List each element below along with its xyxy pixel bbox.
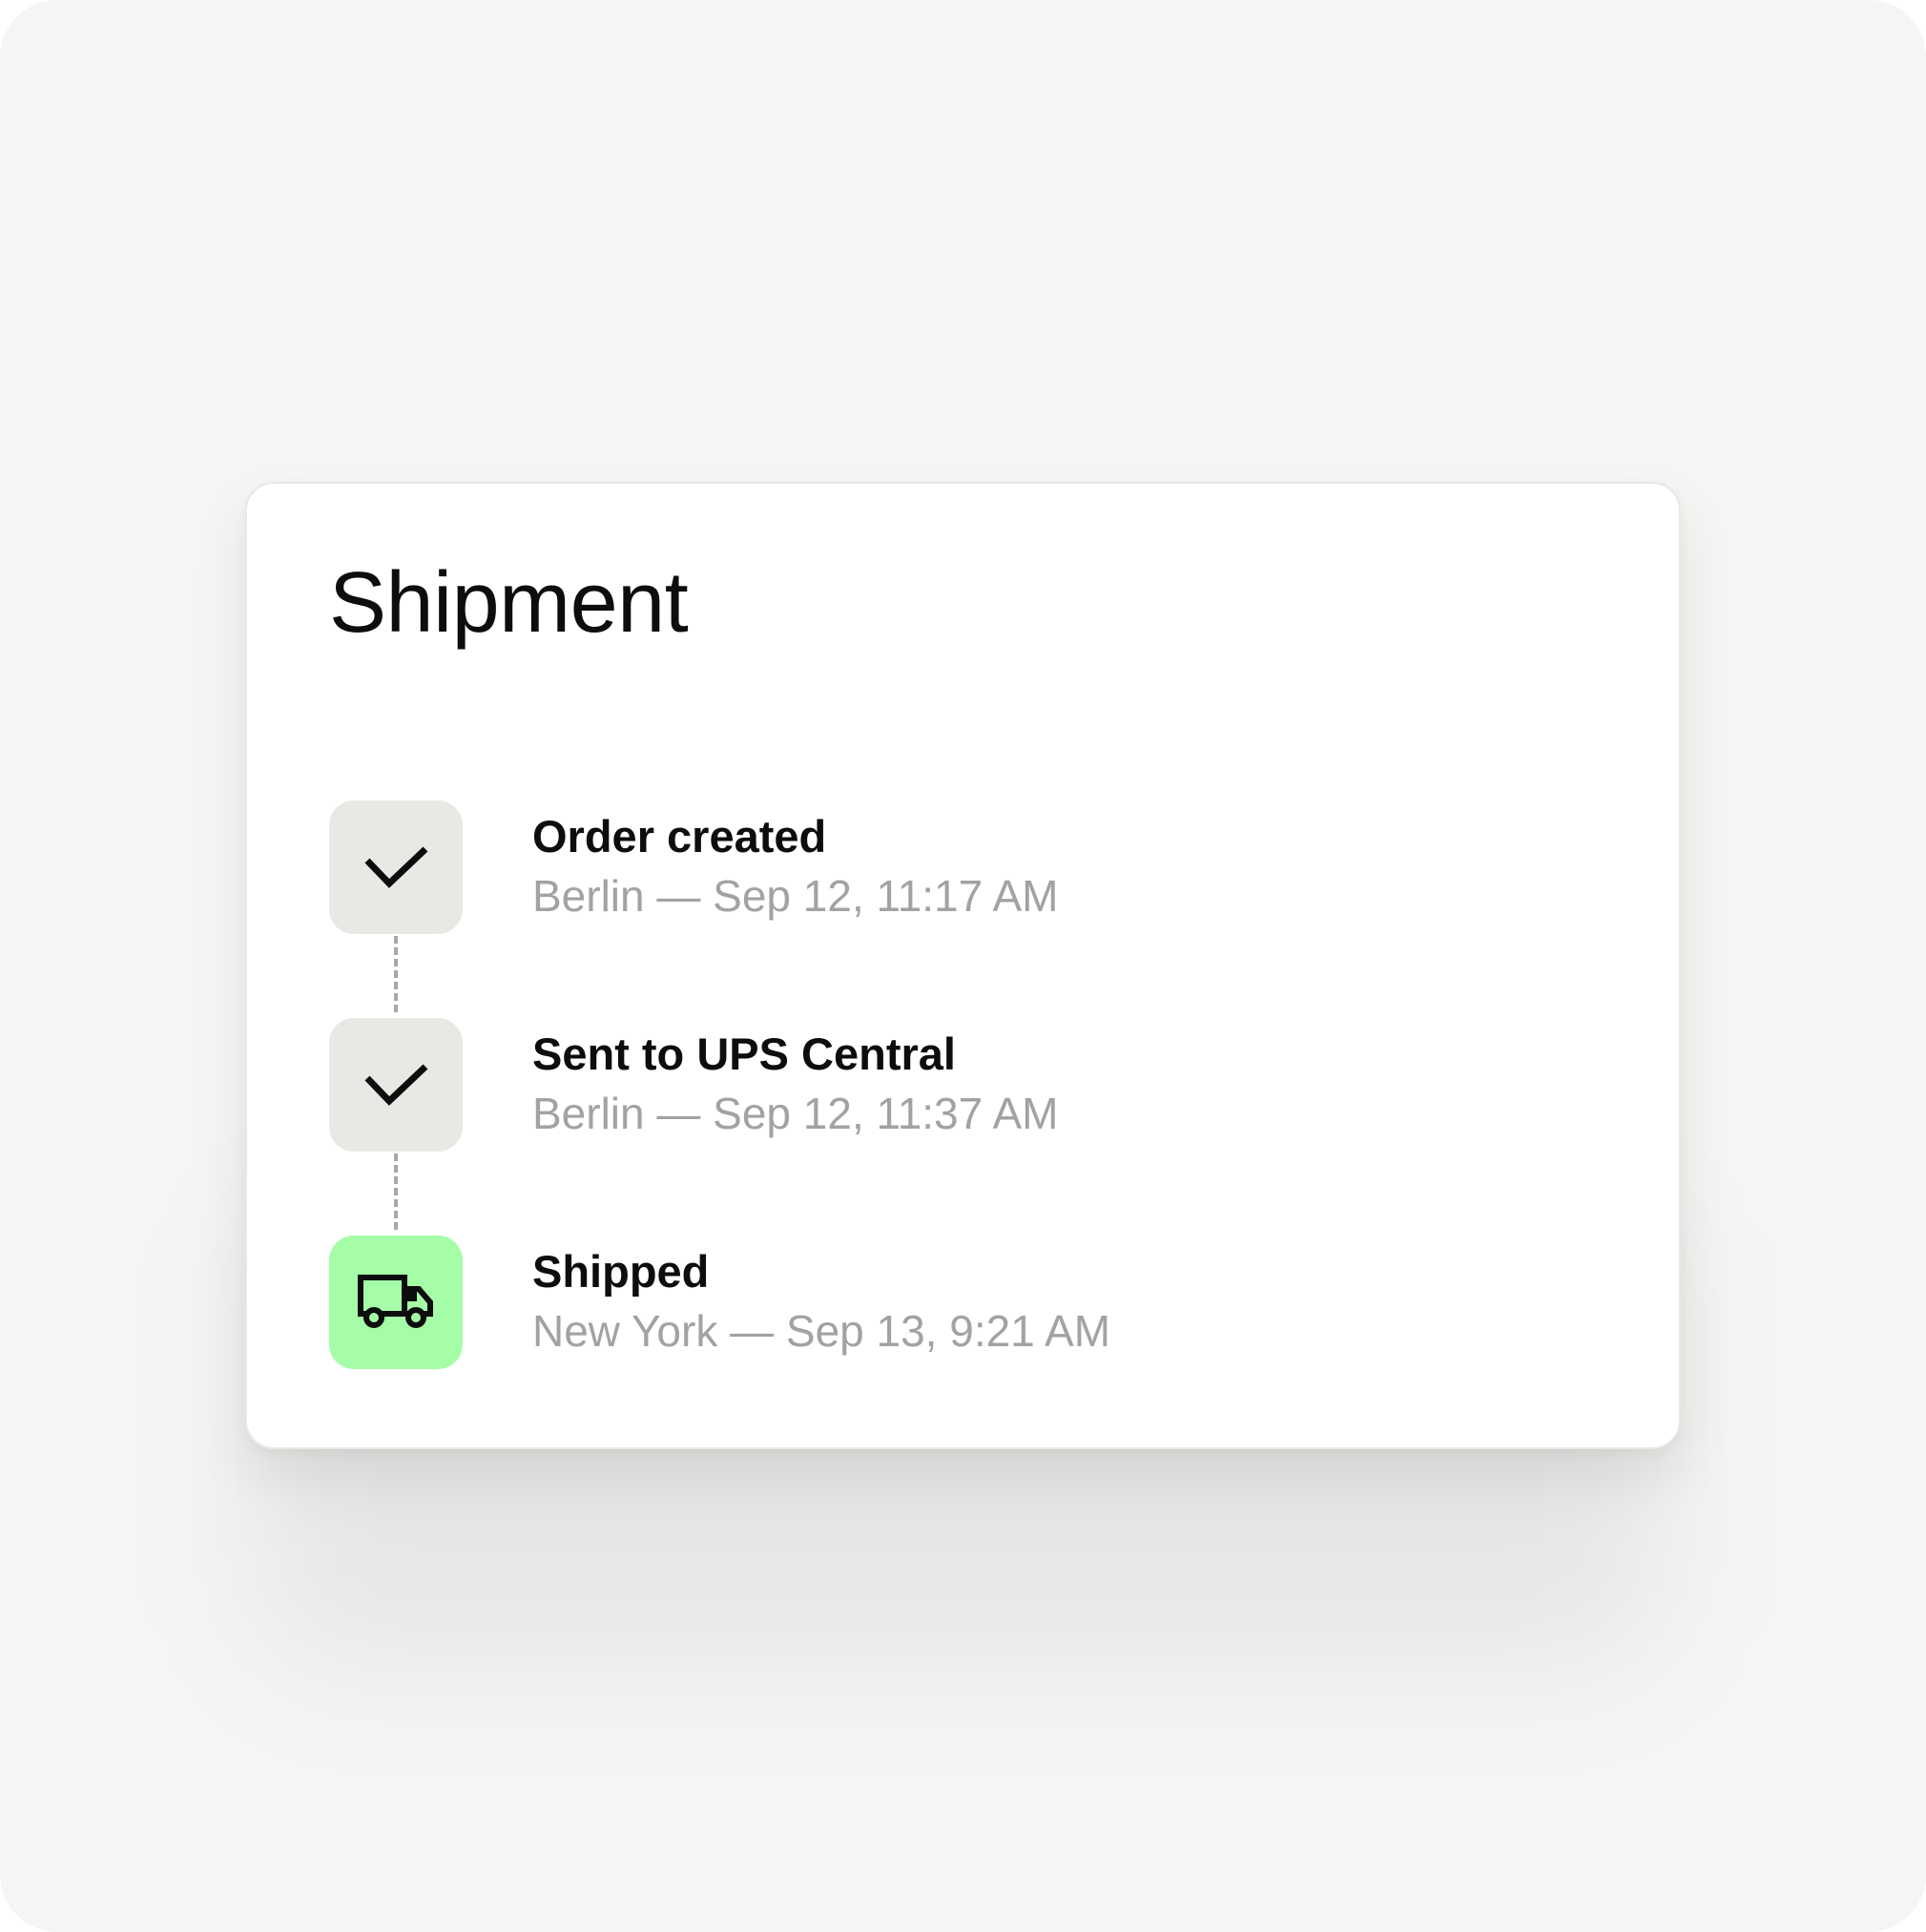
step-title: Shipped xyxy=(532,1246,710,1297)
step-title: Sent to UPS Central xyxy=(532,1028,956,1079)
step-location-time: Berlin — Sep 12, 11:37 AM xyxy=(532,1089,1059,1138)
timeline-connector xyxy=(394,1153,398,1230)
step-title: Order created xyxy=(532,811,827,862)
check-icon xyxy=(364,1064,428,1106)
step-location-time: Berlin — Sep 12, 11:17 AM xyxy=(532,871,1059,921)
card-title: Shipment xyxy=(329,555,689,651)
check-icon xyxy=(364,846,428,888)
shipment-timeline: Order created Berlin — Sep 12, 11:17 AM … xyxy=(329,800,1569,1373)
truck-icon xyxy=(358,1275,433,1328)
status-indicator-active xyxy=(329,1236,463,1369)
timeline-connector xyxy=(394,936,398,1012)
timeline-step-sent-to-ups: Sent to UPS Central Berlin — Sep 12, 11:… xyxy=(329,1018,1569,1152)
timeline-step-shipped: Shipped New York — Sep 13, 9:21 AM xyxy=(329,1236,1569,1369)
timeline-step-order-created: Order created Berlin — Sep 12, 11:17 AM xyxy=(329,800,1569,934)
status-indicator-complete xyxy=(329,800,463,934)
status-indicator-complete xyxy=(329,1018,463,1152)
shipment-card: Shipment Order created Berlin — Sep 12, … xyxy=(245,482,1681,1449)
step-location-time: New York — Sep 13, 9:21 AM xyxy=(532,1306,1111,1356)
